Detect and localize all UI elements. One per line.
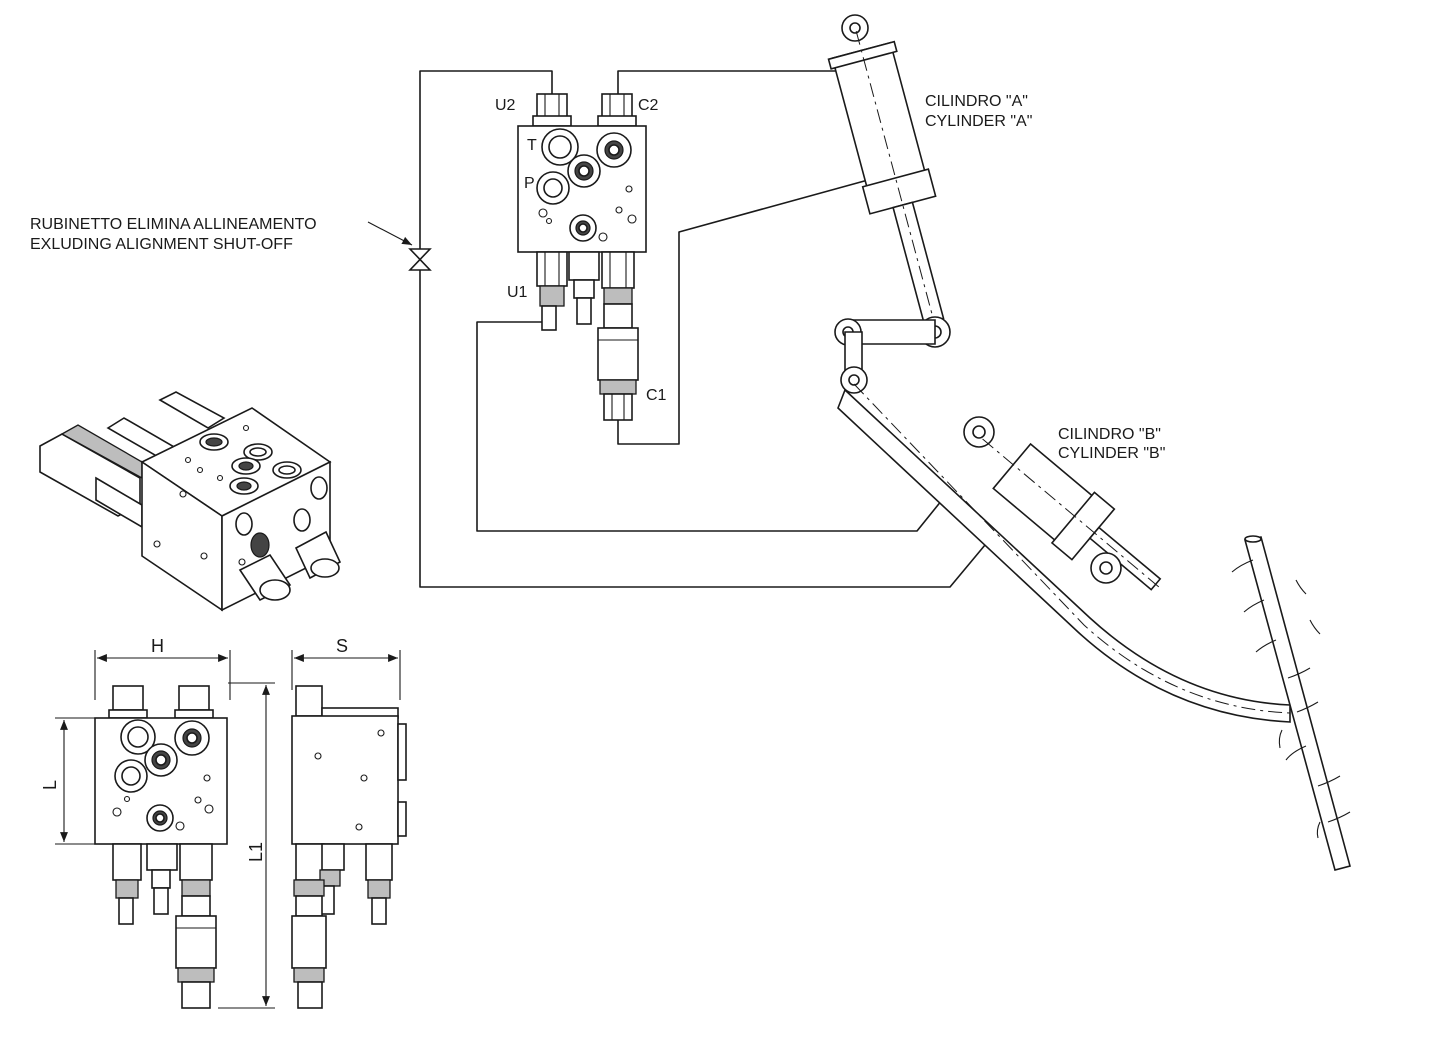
- label-u2: U2: [495, 97, 516, 114]
- front-dimension-view: H L L1: [40, 636, 275, 1009]
- valve-isometric-view: [39, 391, 342, 612]
- cylinder-b-label-english: CYLINDER "B": [1058, 445, 1165, 462]
- valve-block-front: [517, 93, 647, 421]
- shutoff-label-english: EXLUDING ALIGNMENT SHUT-OFF: [30, 236, 293, 253]
- cylinder-a-label-italian: CILINDRO "A": [925, 93, 1028, 110]
- label-u1: U1: [507, 284, 528, 301]
- shutoff-label-italian: RUBINETTO ELIMINA ALLINEAMENTO: [30, 216, 317, 233]
- port-labels: U2 C2 T P U1 C1: [495, 97, 667, 404]
- cylinder-a: [827, 14, 951, 348]
- hydraulic-lines: [419, 70, 986, 588]
- label-t: T: [527, 137, 537, 154]
- dimension-l: L: [40, 780, 60, 790]
- dimension-l1: L1: [246, 842, 266, 862]
- label-c2: C2: [638, 97, 659, 114]
- label-c1: C1: [646, 387, 667, 404]
- cylinder-b: [963, 416, 1162, 591]
- dimension-s: S: [336, 636, 348, 656]
- cylinder-a-label-english: CYLINDER "A": [925, 113, 1032, 130]
- tine-bar: [1231, 535, 1351, 871]
- shutoff-valve-symbol: [367, 221, 432, 271]
- side-dimension-view: S: [291, 636, 407, 1009]
- steering-linkage: [834, 318, 1291, 723]
- cylinder-b-label-italian: CILINDRO "B": [1058, 426, 1161, 443]
- dimension-h: H: [151, 636, 164, 656]
- label-p: P: [524, 175, 535, 192]
